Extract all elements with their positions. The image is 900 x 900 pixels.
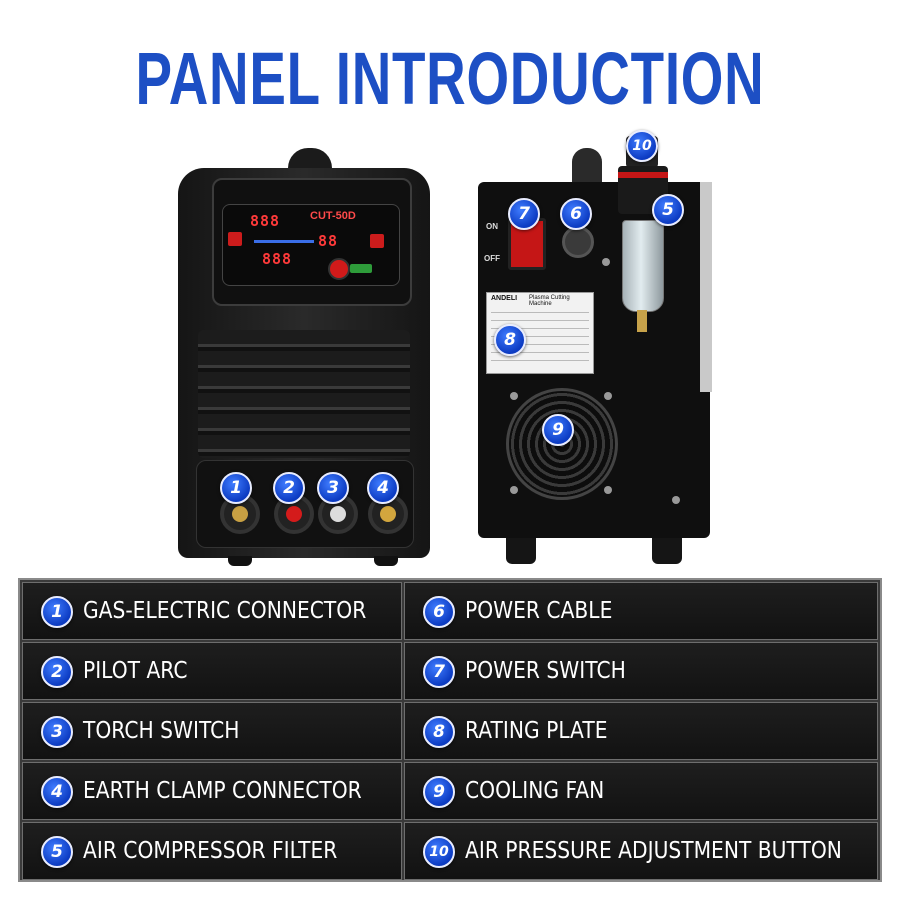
model-label: CUT-50D	[310, 210, 356, 222]
callout-badge-3: 3	[317, 472, 349, 504]
air-filter-bowl	[622, 220, 664, 312]
legend-item: 6 POWER CABLE	[404, 582, 878, 640]
display-top-readout: 888	[250, 212, 281, 230]
callout-badge-4: 4	[367, 472, 399, 504]
control-knob	[328, 258, 350, 280]
number-badge: 4	[41, 776, 73, 808]
callout-badge-9: 9	[542, 414, 574, 446]
legend-item: 3 TORCH SWITCH	[22, 702, 402, 760]
legend-label: POWER SWITCH	[465, 658, 626, 684]
legend-item: 10 AIR PRESSURE ADJUSTMENT BUTTON	[404, 822, 878, 880]
number-badge: 8	[423, 716, 455, 748]
legend-label: EARTH CLAMP CONNECTOR	[83, 778, 362, 804]
legend-label: AIR COMPRESSOR FILTER	[83, 838, 338, 864]
legend-label: RATING PLATE	[465, 718, 608, 744]
callout-badge-5: 5	[652, 194, 684, 226]
legend-label: AIR PRESSURE ADJUSTMENT BUTTON	[465, 838, 842, 864]
switch-off-label: OFF	[484, 254, 500, 263]
legend-label: POWER CABLE	[465, 598, 613, 624]
legend-item: 8 RATING PLATE	[404, 702, 878, 760]
legend-label: GAS-ELECTRIC CONNECTOR	[83, 598, 367, 624]
legend-item: 2 PILOT ARC	[22, 642, 402, 700]
eco-indicator	[350, 264, 372, 273]
number-badge: 9	[423, 776, 455, 808]
back-handle	[572, 148, 602, 188]
fan-screw	[604, 486, 612, 494]
display-bottom-readout: 888	[262, 250, 293, 268]
number-badge: 3	[41, 716, 73, 748]
power-cable-gland	[562, 226, 594, 258]
fan-screw	[510, 486, 518, 494]
number-badge: 5	[41, 836, 73, 868]
callout-badge-6: 6	[560, 198, 592, 230]
display-blue-bar	[254, 240, 314, 243]
back-foot-right	[652, 538, 682, 564]
legend-item: 5 AIR COMPRESSOR FILTER	[22, 822, 402, 880]
legend-item: 7 POWER SWITCH	[404, 642, 878, 700]
fan-screw	[604, 392, 612, 400]
number-badge: 10	[423, 836, 455, 868]
rating-plate-title: Plasma Cutting Machine	[529, 295, 570, 307]
ground-terminal	[672, 496, 680, 504]
back-foot-left	[506, 538, 536, 564]
front-vent-grille	[198, 330, 410, 458]
legend-item: 1 GAS-ELECTRIC CONNECTOR	[22, 582, 402, 640]
front-foot-right	[374, 556, 398, 566]
air-filter-drain	[637, 310, 647, 332]
callout-badge-2: 2	[273, 472, 305, 504]
legend-label: TORCH SWITCH	[83, 718, 240, 744]
callout-badge-8: 8	[494, 324, 526, 356]
legend-item: 9 COOLING FAN	[404, 762, 878, 820]
fan-screw	[510, 392, 518, 400]
air-filter-ring	[618, 172, 668, 178]
legend-item: 4 EARTH CLAMP CONNECTOR	[22, 762, 402, 820]
page-title: PANEL INTRODUCTION	[135, 37, 765, 120]
number-badge: 7	[423, 656, 455, 688]
legend-label: PILOT ARC	[83, 658, 188, 684]
number-badge: 2	[41, 656, 73, 688]
mode-indicator-right	[370, 234, 384, 248]
mode-indicator	[228, 232, 242, 246]
legend-label: COOLING FAN	[465, 778, 605, 804]
switch-on-label: ON	[486, 222, 498, 231]
side-bracket	[700, 182, 712, 392]
callout-badge-1: 1	[220, 472, 252, 504]
number-badge: 6	[423, 596, 455, 628]
display-middle-readout: 88	[318, 232, 339, 250]
callout-badge-7: 7	[508, 198, 540, 230]
panel-screw	[602, 258, 610, 266]
legend-table: 1 GAS-ELECTRIC CONNECTOR 2 PILOT ARC 3 T…	[18, 578, 882, 882]
number-badge: 1	[41, 596, 73, 628]
rating-plate-brand: ANDELI	[491, 295, 518, 302]
callout-badge-10: 10	[626, 130, 658, 162]
front-foot-left	[228, 556, 252, 566]
